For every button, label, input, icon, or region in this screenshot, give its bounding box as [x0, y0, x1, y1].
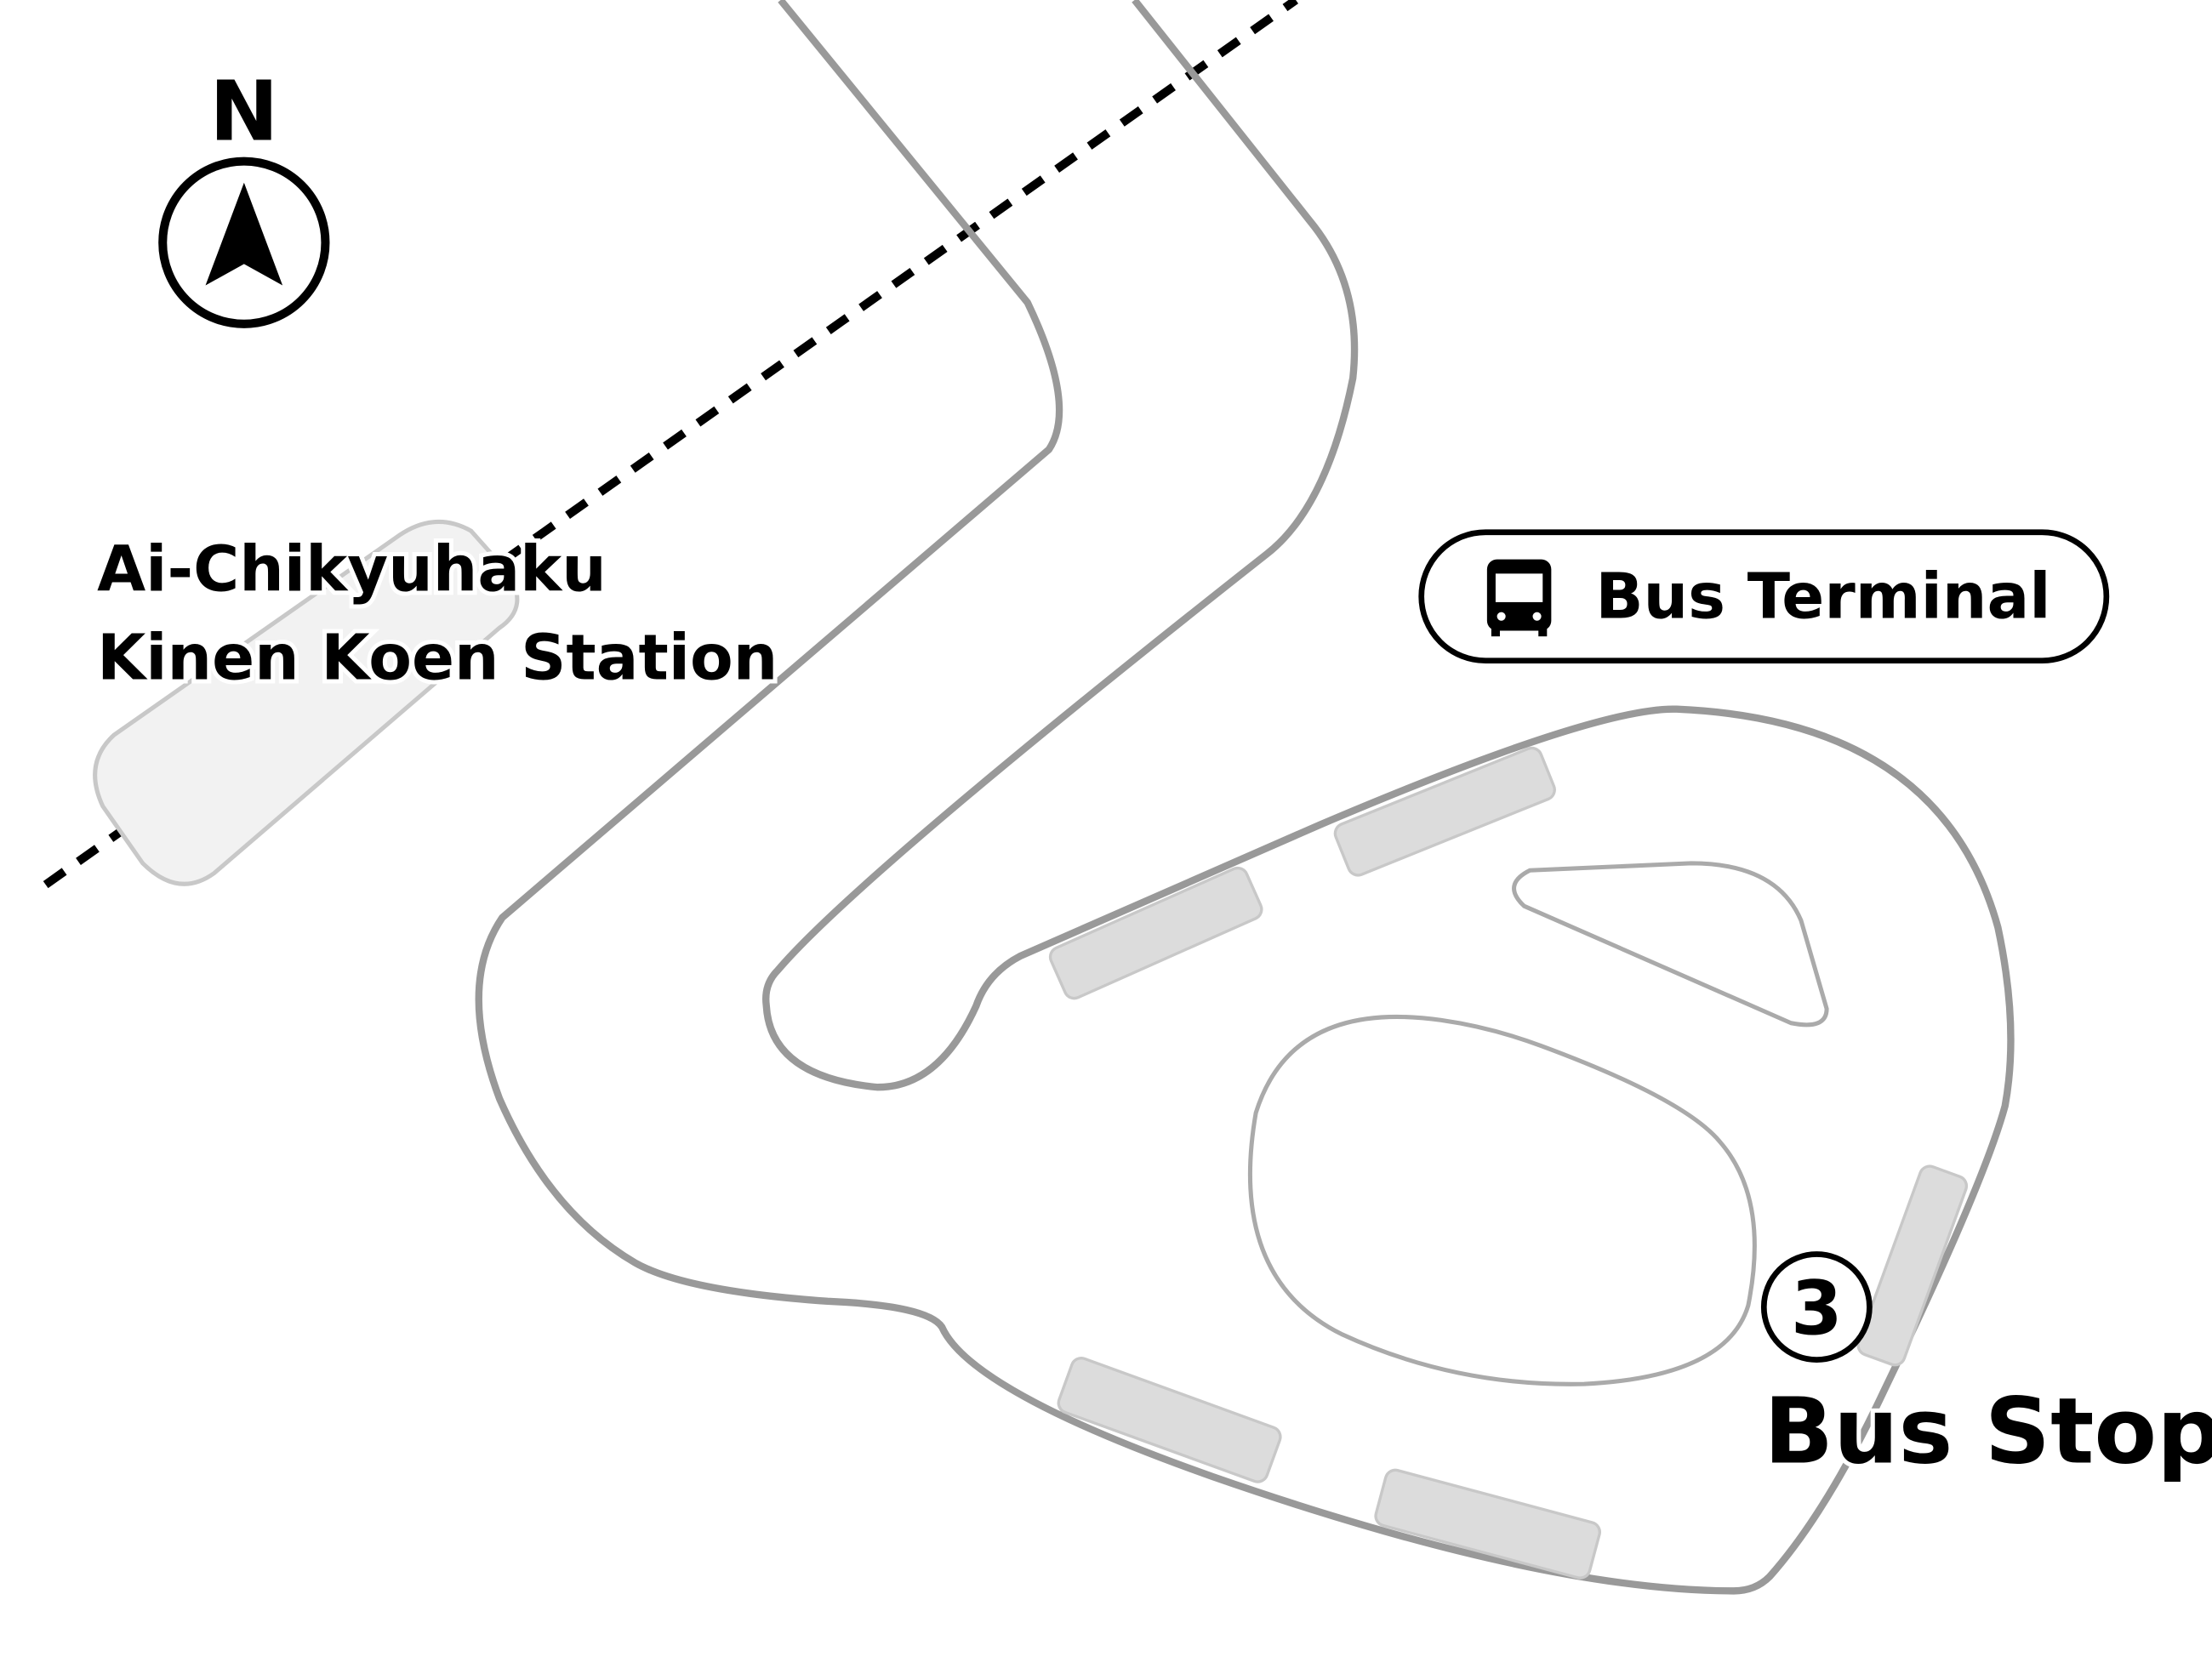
bus-shelter [1048, 866, 1263, 1000]
bus-shelter [1333, 746, 1556, 877]
center-island [1247, 1014, 1757, 1386]
compass: N [158, 63, 330, 328]
bus-shelter [1856, 1164, 1969, 1367]
station-platform [93, 520, 520, 886]
bus-shelter [1374, 1468, 1601, 1580]
bus-terminal-text: Bus Terminal [1595, 560, 2050, 633]
station-name-line1: Ai-Chikyuhaku [97, 533, 607, 606]
station-name-line2: Kinen Koen Station [97, 622, 778, 695]
bus-terminal-pill [1418, 529, 2110, 664]
bus-stop-text: Bus Stop [1764, 1378, 2212, 1484]
triangle-island [1512, 861, 1829, 1028]
bus-stop-number-circle [1760, 1251, 1873, 1363]
bus-stop-number: 3 [1791, 1265, 1843, 1352]
bus-stop-3: 3 Bus Stop [1759, 1251, 2212, 1489]
bus-shelter [1057, 1357, 1282, 1483]
bus-icon [1486, 559, 1552, 637]
road [475, 0, 2015, 1595]
bus-terminal-label: Bus Terminal [1418, 529, 2110, 664]
north-label: N [209, 63, 278, 159]
north-arrow-icon [205, 182, 283, 286]
